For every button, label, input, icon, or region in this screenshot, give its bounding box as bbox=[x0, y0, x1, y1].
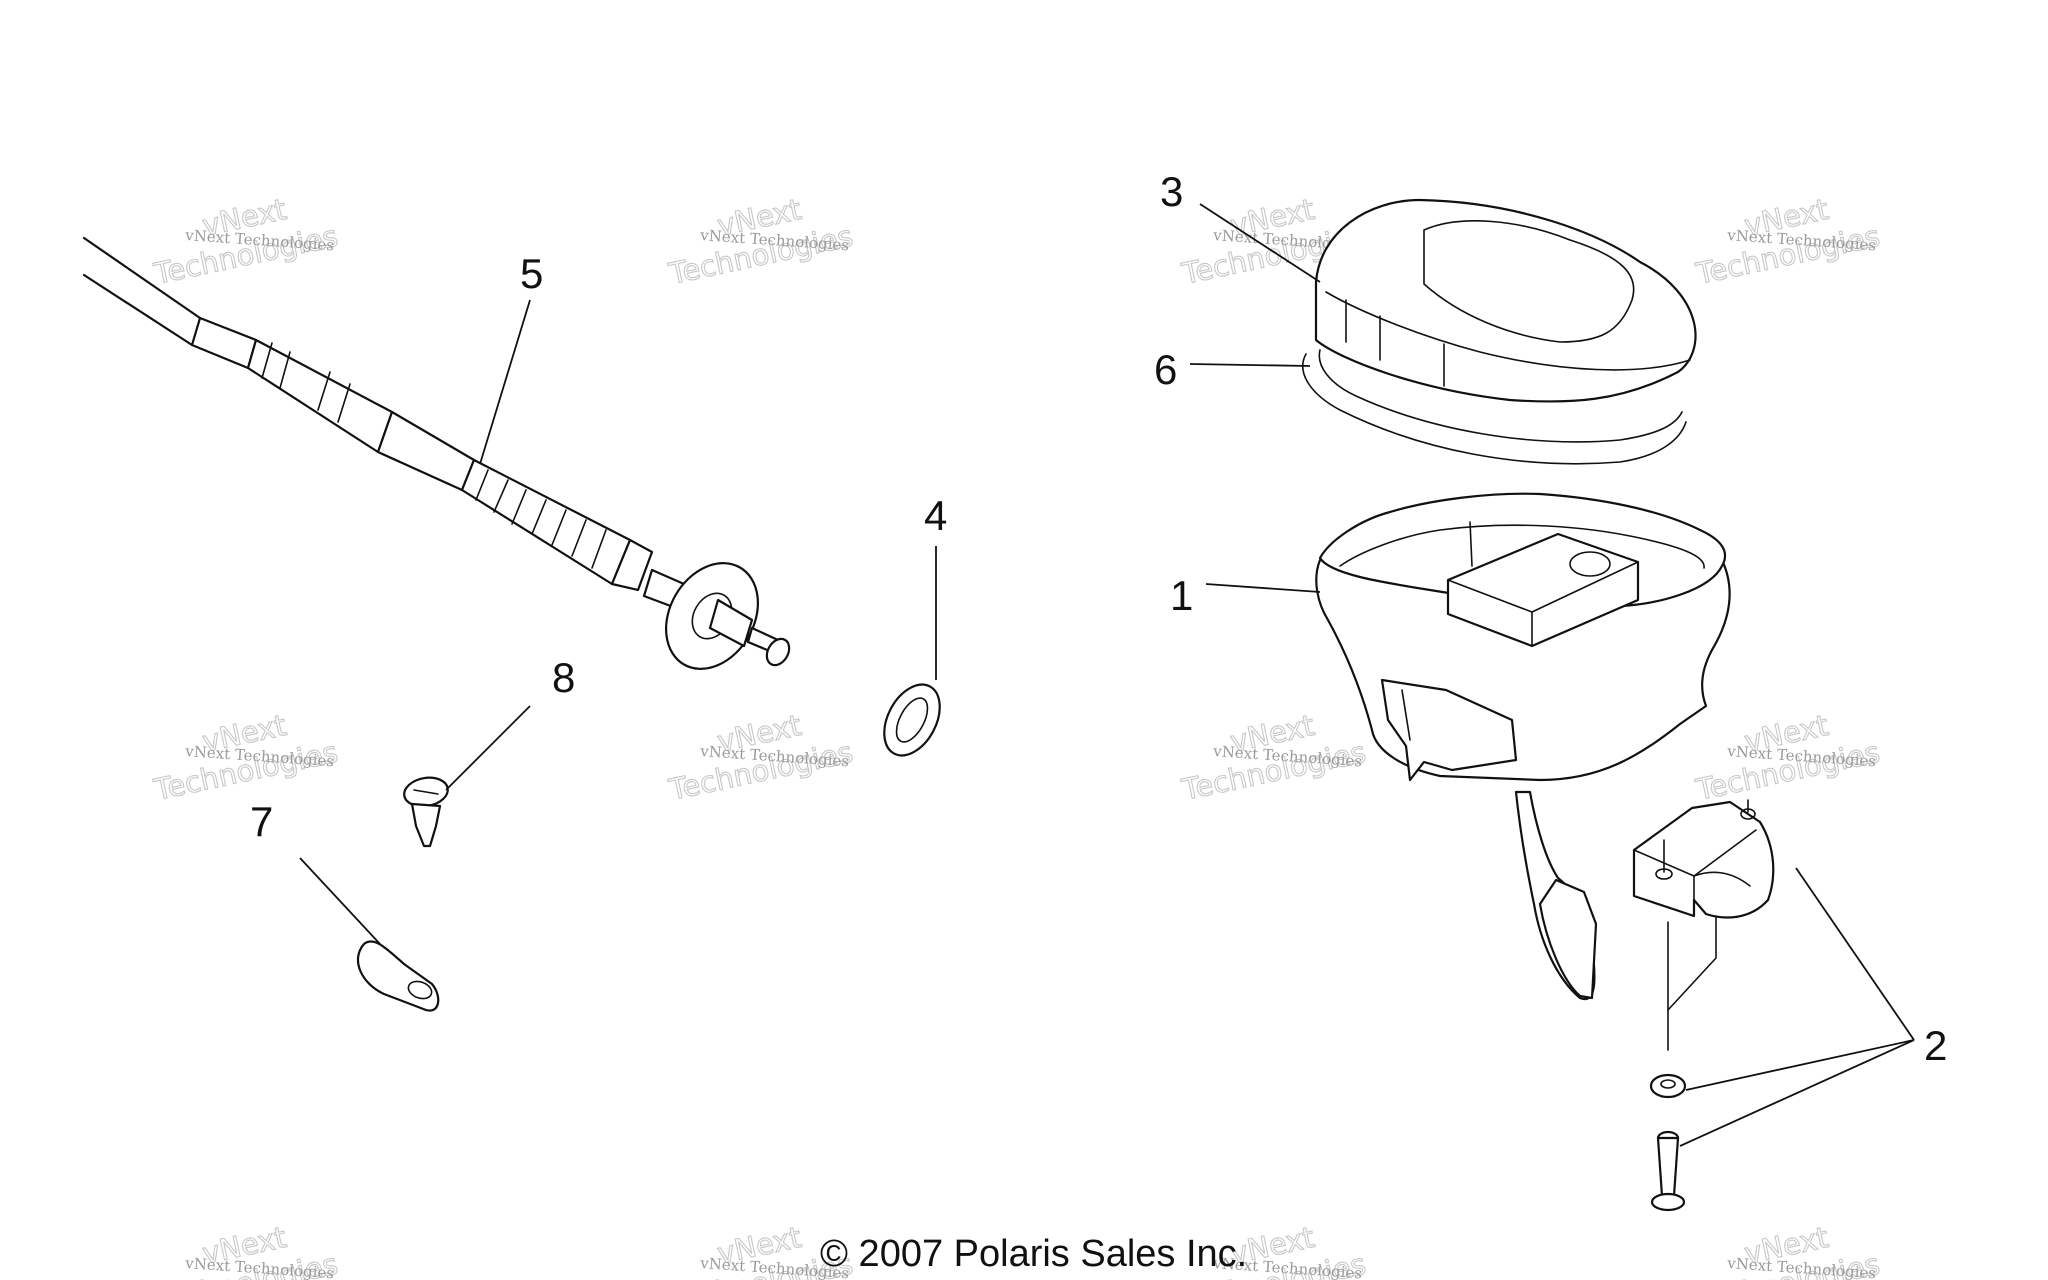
callout-1: 1 bbox=[1170, 572, 1193, 619]
part-1-housing bbox=[1315, 492, 1731, 1001]
watermark: Technologies vNext vNext Technologies bbox=[150, 191, 341, 291]
leader-line-2c bbox=[1679, 1039, 1915, 1147]
part-7-clamp bbox=[356, 940, 440, 1012]
watermark: Technologies vNext vNext Technologies bbox=[665, 191, 856, 291]
watermark: Technologies vNext vNext Technologies bbox=[665, 707, 856, 807]
part-5-cable bbox=[82, 236, 791, 670]
callout-3: 3 bbox=[1160, 168, 1183, 215]
leader-line-5 bbox=[479, 299, 531, 465]
callout-6: 6 bbox=[1154, 346, 1177, 393]
callout-labels: 5 4 8 7 3 6 1 2 bbox=[250, 168, 1947, 1069]
leader-line-2b bbox=[1685, 1039, 1915, 1091]
callout-7: 7 bbox=[250, 798, 273, 845]
watermark: Technologies vNext vNext Technologies bbox=[150, 1219, 341, 1280]
leader-line-7 bbox=[299, 857, 381, 945]
leader-line-3 bbox=[1199, 203, 1321, 283]
part-8-push-rivet bbox=[403, 776, 449, 848]
copyright-notice: © 2007 Polaris Sales Inc. bbox=[820, 1233, 1247, 1275]
part-4-o-ring bbox=[883, 683, 941, 757]
callout-4: 4 bbox=[924, 492, 947, 539]
callout-8: 8 bbox=[552, 654, 575, 701]
watermark: Technologies vNext vNext Technologies bbox=[150, 707, 341, 807]
leader-line-6 bbox=[1189, 363, 1311, 367]
leader-lines bbox=[299, 203, 1915, 1147]
leader-line-1 bbox=[1205, 583, 1321, 593]
leader-line-8 bbox=[445, 705, 531, 791]
watermark: Technologies vNext vNext Technologies bbox=[1692, 707, 1883, 807]
watermark: Technologies vNext vNext Technologies bbox=[1178, 707, 1369, 807]
callout-5: 5 bbox=[520, 250, 543, 297]
watermark: Technologies vNext vNext Technologies bbox=[1692, 191, 1883, 291]
part-2-clamp-kit bbox=[1632, 799, 1775, 1212]
watermark: Technologies vNext vNext Technologies bbox=[1692, 1219, 1883, 1280]
leader-line-2a bbox=[1795, 867, 1915, 1041]
callout-2: 2 bbox=[1924, 1022, 1947, 1069]
part-3-cover bbox=[1314, 198, 1697, 403]
part-6-gasket bbox=[1302, 349, 1687, 465]
